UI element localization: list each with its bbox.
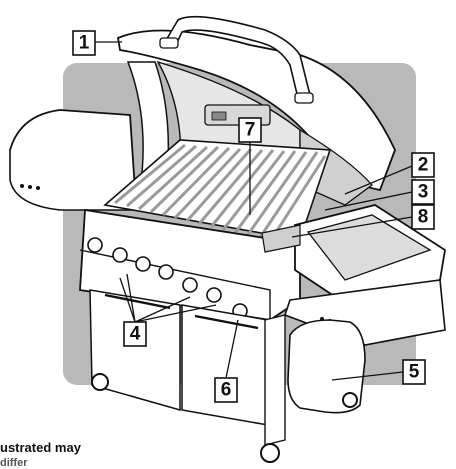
callout-8: 8 bbox=[411, 204, 435, 230]
callout-2: 2 bbox=[411, 152, 435, 178]
callout-6-label: 6 bbox=[221, 380, 232, 401]
callout-3: 3 bbox=[411, 179, 435, 205]
lid-handle bbox=[159, 15, 314, 104]
cabinet-doors bbox=[89, 289, 269, 426]
callout-2-label: 2 bbox=[418, 155, 429, 176]
callout-5: 5 bbox=[402, 359, 426, 385]
callout-7: 7 bbox=[238, 117, 262, 143]
callout-1-label: 1 bbox=[79, 33, 90, 54]
callout-4-label: 4 bbox=[130, 324, 141, 345]
callout-1: 1 bbox=[72, 30, 96, 56]
cooking-grates bbox=[103, 139, 332, 241]
callout-3-label: 3 bbox=[418, 182, 429, 203]
callout-5-label: 5 bbox=[409, 362, 420, 383]
leader-lines bbox=[95, 41, 413, 381]
callout-7-label: 7 bbox=[245, 120, 256, 141]
figure-caption-line2: differ bbox=[0, 457, 28, 469]
control-knobs bbox=[87, 237, 248, 319]
infrared-burner bbox=[261, 224, 301, 253]
left-side-shelf bbox=[9, 109, 136, 211]
wheels bbox=[91, 373, 358, 463]
propane-tank bbox=[264, 314, 366, 446]
callout-8-label: 8 bbox=[418, 207, 429, 228]
figure-caption-line1: ustrated may bbox=[0, 440, 81, 455]
callout-4: 4 bbox=[123, 321, 147, 347]
callout-6: 6 bbox=[214, 377, 238, 403]
